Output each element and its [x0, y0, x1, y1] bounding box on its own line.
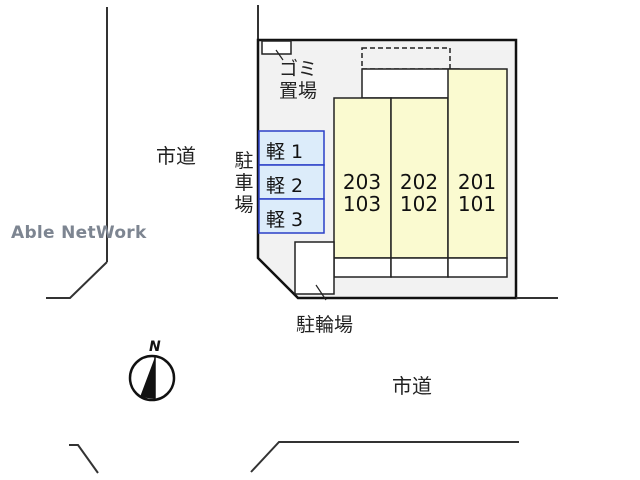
road-edge-west-corner [46, 261, 108, 299]
parking-label: 駐車場 [234, 150, 254, 216]
entrance-area [361, 68, 460, 99]
parking-space-label: 軽 1 [266, 141, 304, 163]
parking-space-1 [258, 130, 325, 166]
road-edge-south-west [69, 444, 99, 474]
garbage-area-box [261, 40, 292, 55]
road-label-south: 市道 [392, 374, 432, 398]
unit-number-lower: 102 [399, 192, 439, 216]
parking-space-label: 軽 3 [266, 209, 304, 231]
unit-number-upper: 203 [342, 170, 382, 194]
road-edge-south [250, 441, 519, 473]
parking-space-label: 軽 2 [266, 175, 304, 197]
watermark: Able NetWork [11, 223, 147, 243]
unit-number-upper: 202 [399, 170, 439, 194]
unit-number-upper: 201 [457, 170, 497, 194]
road-label-west: 市道 [156, 144, 196, 168]
unit-201-101 [447, 68, 508, 259]
compass-icon [128, 354, 176, 402]
unit-number-lower: 103 [342, 192, 382, 216]
unit-label: 202 102 [393, 171, 445, 215]
bicycle-parking-label: 駐輪場 [296, 314, 354, 336]
unit-number-lower: 101 [457, 192, 497, 216]
compass-north-label: N [149, 339, 161, 355]
unit-label: 203 103 [336, 171, 388, 215]
unit-label: 201 101 [451, 171, 503, 215]
parking-space-3 [258, 198, 325, 234]
bicycle-parking-box [294, 241, 335, 295]
garbage-area-label: ゴミ置場 [278, 58, 317, 102]
